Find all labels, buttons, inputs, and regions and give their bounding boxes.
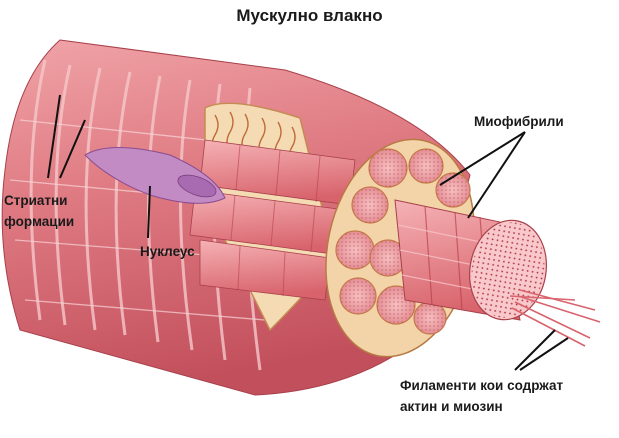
label-filaments: Филаменти кои содржат актин и миозин — [400, 375, 563, 417]
diagram-title: Мускулно влакно — [236, 6, 383, 25]
leader-myofibrils-a — [439, 131, 526, 186]
leader-myofibrils-b — [467, 131, 526, 219]
leader-striations-a — [47, 94, 61, 179]
label-striations-line2: формации — [4, 214, 75, 229]
label-striations: Стриатни формации — [4, 190, 74, 232]
leader-filaments-b — [519, 337, 569, 371]
leader-striations-b — [59, 119, 86, 179]
leader-nucleus — [147, 185, 151, 239]
label-filaments-line1: Филаменти кои содржат — [400, 378, 564, 393]
filaments — [509, 289, 601, 347]
label-striations-line1: Стриатни — [4, 193, 68, 208]
leader-lines — [47, 94, 569, 371]
label-nucleus: Нуклеус — [140, 244, 195, 259]
nucleus-inner — [177, 174, 217, 198]
label-filaments-line2: актин и миозин — [400, 399, 503, 414]
myofibril-end-dots — [471, 222, 545, 318]
internal-myofibrils — [189, 139, 356, 301]
label-myofibrils: Миофибрили — [474, 114, 564, 129]
leader-filaments-a — [514, 329, 556, 371]
